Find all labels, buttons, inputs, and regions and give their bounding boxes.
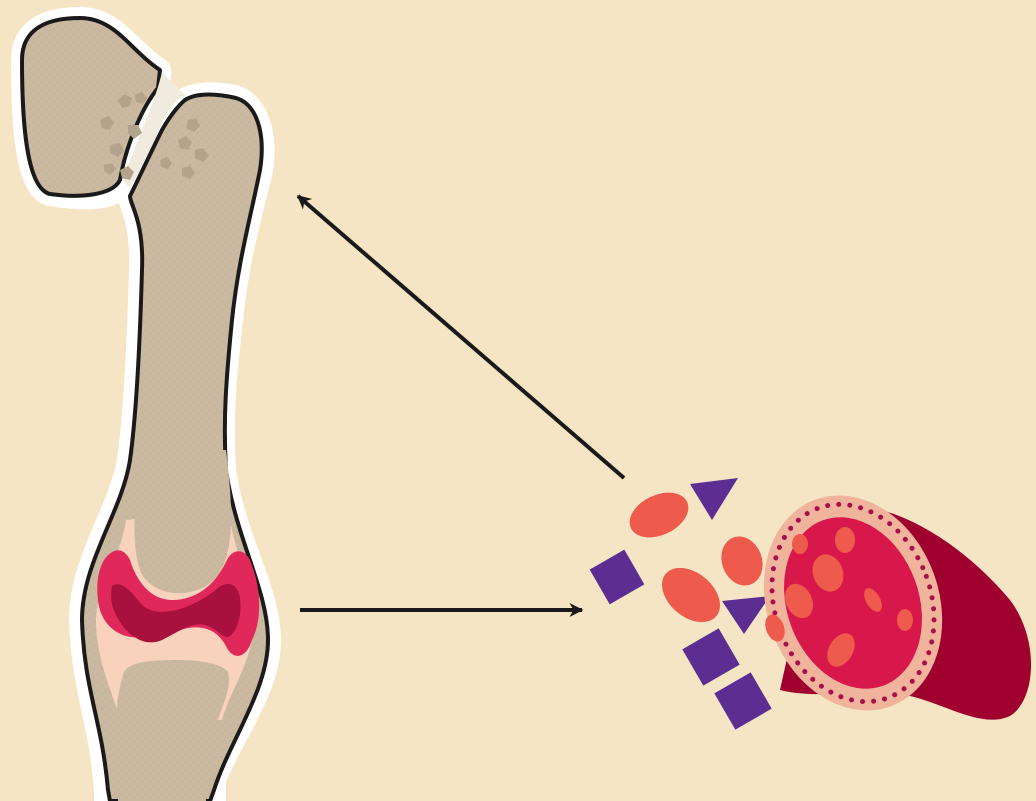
square-particle [590, 550, 645, 605]
arrows [298, 196, 624, 610]
square-particle [714, 672, 771, 729]
blood-vessel [735, 470, 1031, 736]
upper-condyle [135, 450, 232, 593]
triangle-particle [722, 596, 770, 634]
square-particle [682, 628, 739, 685]
red-blood-cell [652, 557, 731, 633]
triangle-particle [690, 478, 738, 520]
femur-illustration [22, 18, 270, 801]
red-blood-cell [622, 484, 695, 546]
red-blood-cell [715, 531, 770, 592]
arrow-vessel-to-fracture [298, 196, 624, 478]
